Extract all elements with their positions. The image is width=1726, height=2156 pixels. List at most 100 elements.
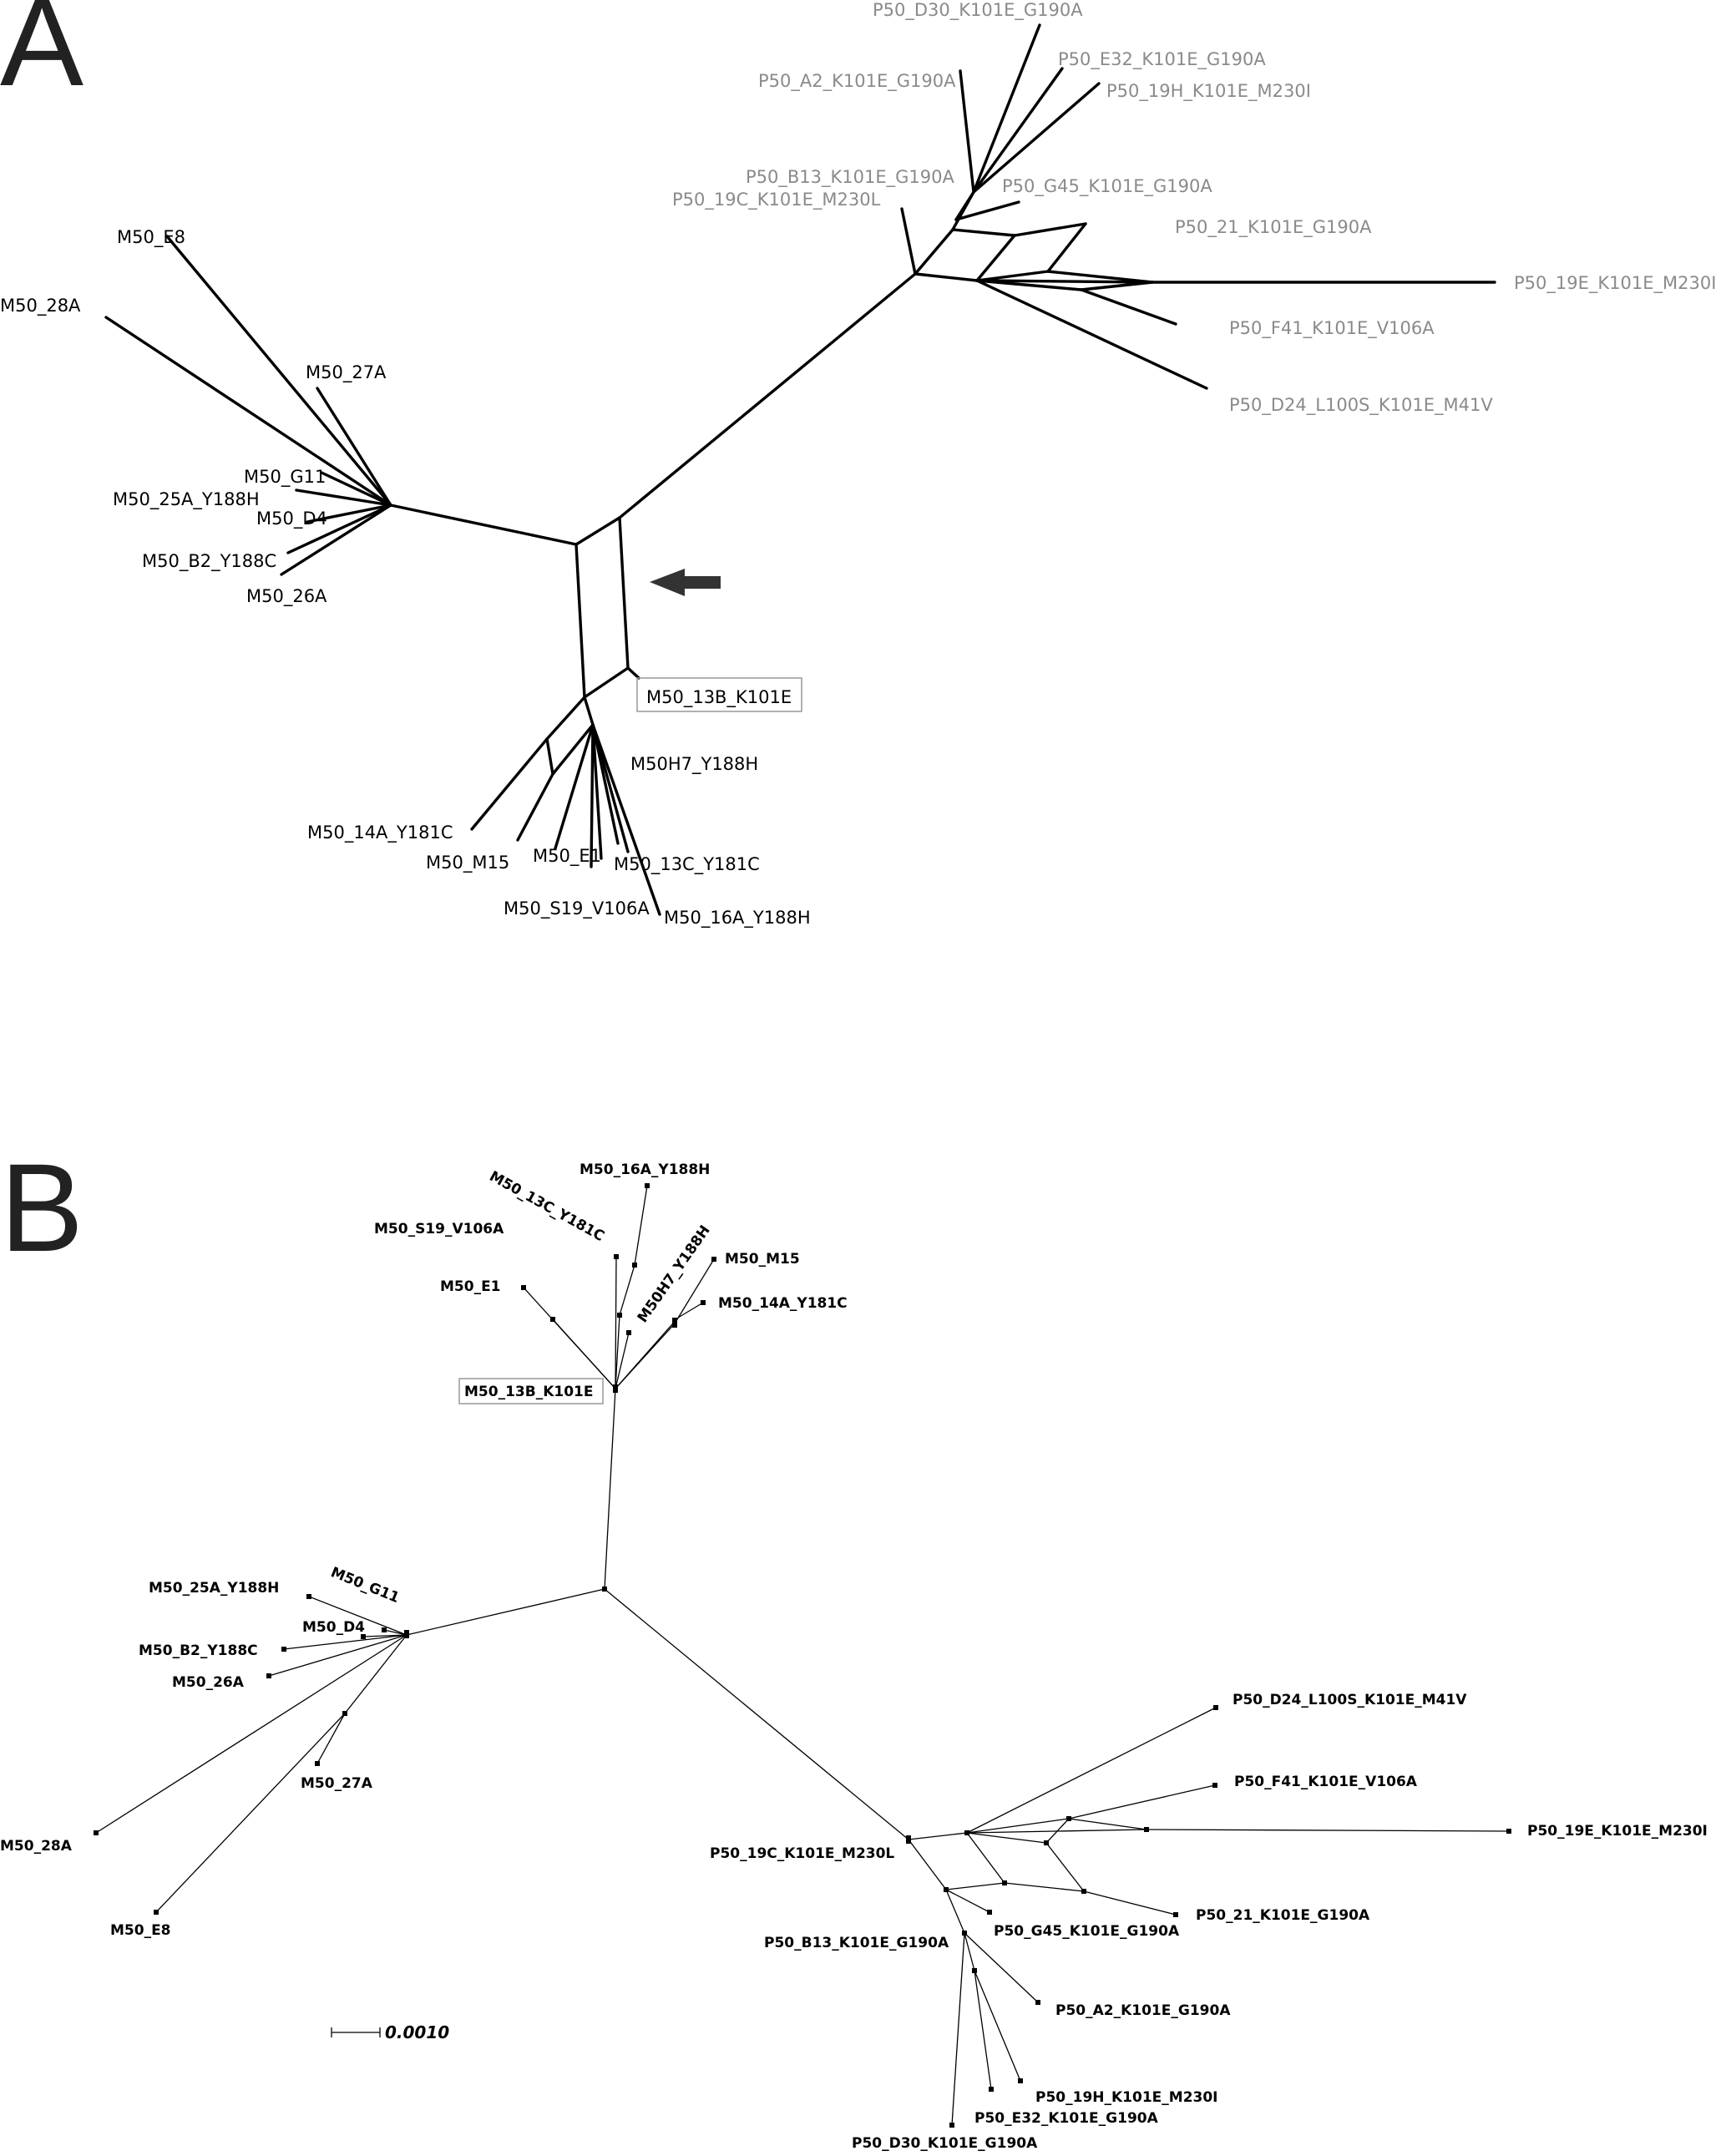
edge	[674, 1258, 715, 1324]
edge	[1046, 270, 1154, 284]
edge	[615, 1317, 679, 1389]
node-marker	[602, 1587, 607, 1592]
edge	[552, 1318, 616, 1389]
node-marker	[1002, 1880, 1007, 1885]
node-marker	[281, 1647, 286, 1652]
node-marker	[94, 1830, 99, 1835]
edge	[954, 190, 975, 221]
edge	[470, 737, 549, 831]
node-marker	[906, 1835, 911, 1844]
edge	[951, 228, 1016, 237]
node-marker	[404, 1630, 409, 1638]
tip-label: M50_26A	[246, 586, 327, 607]
edge	[908, 1832, 968, 1840]
edge	[604, 1588, 909, 1840]
panel-b-nodes	[94, 1183, 1511, 2128]
node-marker	[1081, 1889, 1086, 1894]
tip-label: P50_A2_K101E_G190A	[758, 71, 956, 92]
edge	[615, 1332, 630, 1389]
edge	[591, 723, 603, 860]
edge	[1080, 281, 1154, 291]
highlight-box	[458, 1378, 604, 1404]
node-marker	[1173, 1912, 1178, 1917]
edge	[316, 387, 392, 507]
node-marker	[626, 1330, 631, 1335]
tip-label: M50_S19_V106A	[504, 898, 650, 919]
node-marker	[701, 1300, 706, 1305]
edge	[619, 1264, 635, 1316]
edge	[615, 1314, 620, 1389]
tip-label: M50_16A_Y188H	[580, 1162, 710, 1178]
node-marker	[1035, 2000, 1040, 2005]
edge	[964, 1932, 975, 1971]
edge	[974, 1970, 992, 2090]
node-marker	[613, 1384, 618, 1393]
edge	[951, 1932, 965, 2126]
tip-label: P50_G45_K101E_G190A	[1002, 176, 1212, 197]
tip-label: P50_D30_K101E_G190A	[852, 2135, 1038, 2152]
tip-label: P50_G45_K101E_G190A	[994, 1923, 1180, 1940]
tip-label: P50_D30_K101E_G190A	[873, 0, 1083, 21]
tip-label: M50_13B_K101E	[464, 1384, 593, 1400]
node-marker	[266, 1673, 271, 1678]
edge	[95, 1634, 407, 1834]
edge	[914, 272, 979, 282]
edge	[975, 270, 1050, 282]
edge	[966, 1829, 1147, 1834]
tip-label: P50_F41_K101E_V106A	[1234, 1774, 1418, 1790]
edge	[972, 23, 1041, 194]
tip-label: P50_E32_K101E_G190A	[1058, 49, 1266, 70]
tip-label: M50_27A	[301, 1775, 373, 1792]
tip-label: M50_27A	[306, 362, 387, 383]
tip-label: M50_13C_Y181C	[614, 854, 760, 875]
node-marker	[1144, 1827, 1149, 1832]
edge	[316, 1713, 346, 1764]
edge	[286, 504, 392, 554]
edge	[165, 235, 392, 507]
edge	[320, 471, 392, 507]
edge	[591, 723, 661, 916]
edge	[583, 666, 630, 699]
node-marker	[361, 1634, 366, 1639]
node-marker	[1044, 1840, 1049, 1845]
tip-label: M50_E8	[110, 1922, 171, 1939]
edge	[975, 279, 1154, 284]
node-marker	[972, 1968, 977, 1973]
node-marker	[521, 1285, 526, 1290]
tip-label: P50_19C_K101E_M230L	[710, 1845, 894, 1862]
edge	[975, 279, 1208, 390]
node-marker	[944, 1887, 949, 1892]
tip-label: P50_B13_K101E_G190A	[764, 1935, 949, 1951]
node-marker	[632, 1263, 637, 1268]
panel-a-edges	[104, 23, 1496, 916]
edge	[974, 1970, 1021, 2082]
edge	[945, 1889, 990, 1913]
tip-label: M50_S19_V106A	[374, 1221, 504, 1237]
arrow-icon	[650, 569, 721, 596]
panel-a: A	[0, 0, 1716, 929]
panel-a-letter: A	[0, 0, 84, 112]
node-marker	[949, 2123, 954, 2128]
edge	[959, 69, 975, 194]
node-marker	[1066, 1816, 1071, 1821]
tip-label: M50_14A_Y181C	[307, 822, 453, 843]
node-marker	[382, 1627, 387, 1632]
edge	[966, 1707, 1217, 1834]
edge	[155, 1713, 346, 1913]
node-marker	[964, 1830, 969, 1835]
node-marker	[306, 1594, 311, 1599]
tip-label: P50_21_K101E_G190A	[1175, 217, 1372, 238]
panel-b: B	[0, 1137, 1708, 2152]
edge	[914, 228, 954, 276]
edge	[1146, 1829, 1510, 1832]
edge	[1004, 1882, 1085, 1892]
node-marker	[617, 1313, 622, 1318]
node-marker	[645, 1183, 650, 1188]
edge	[1068, 1784, 1216, 1819]
node-marker	[962, 1931, 967, 1936]
edge	[966, 1818, 1070, 1834]
edge	[1045, 1842, 1085, 1892]
edge	[590, 723, 595, 868]
tip-label: M50_G11	[244, 467, 326, 488]
